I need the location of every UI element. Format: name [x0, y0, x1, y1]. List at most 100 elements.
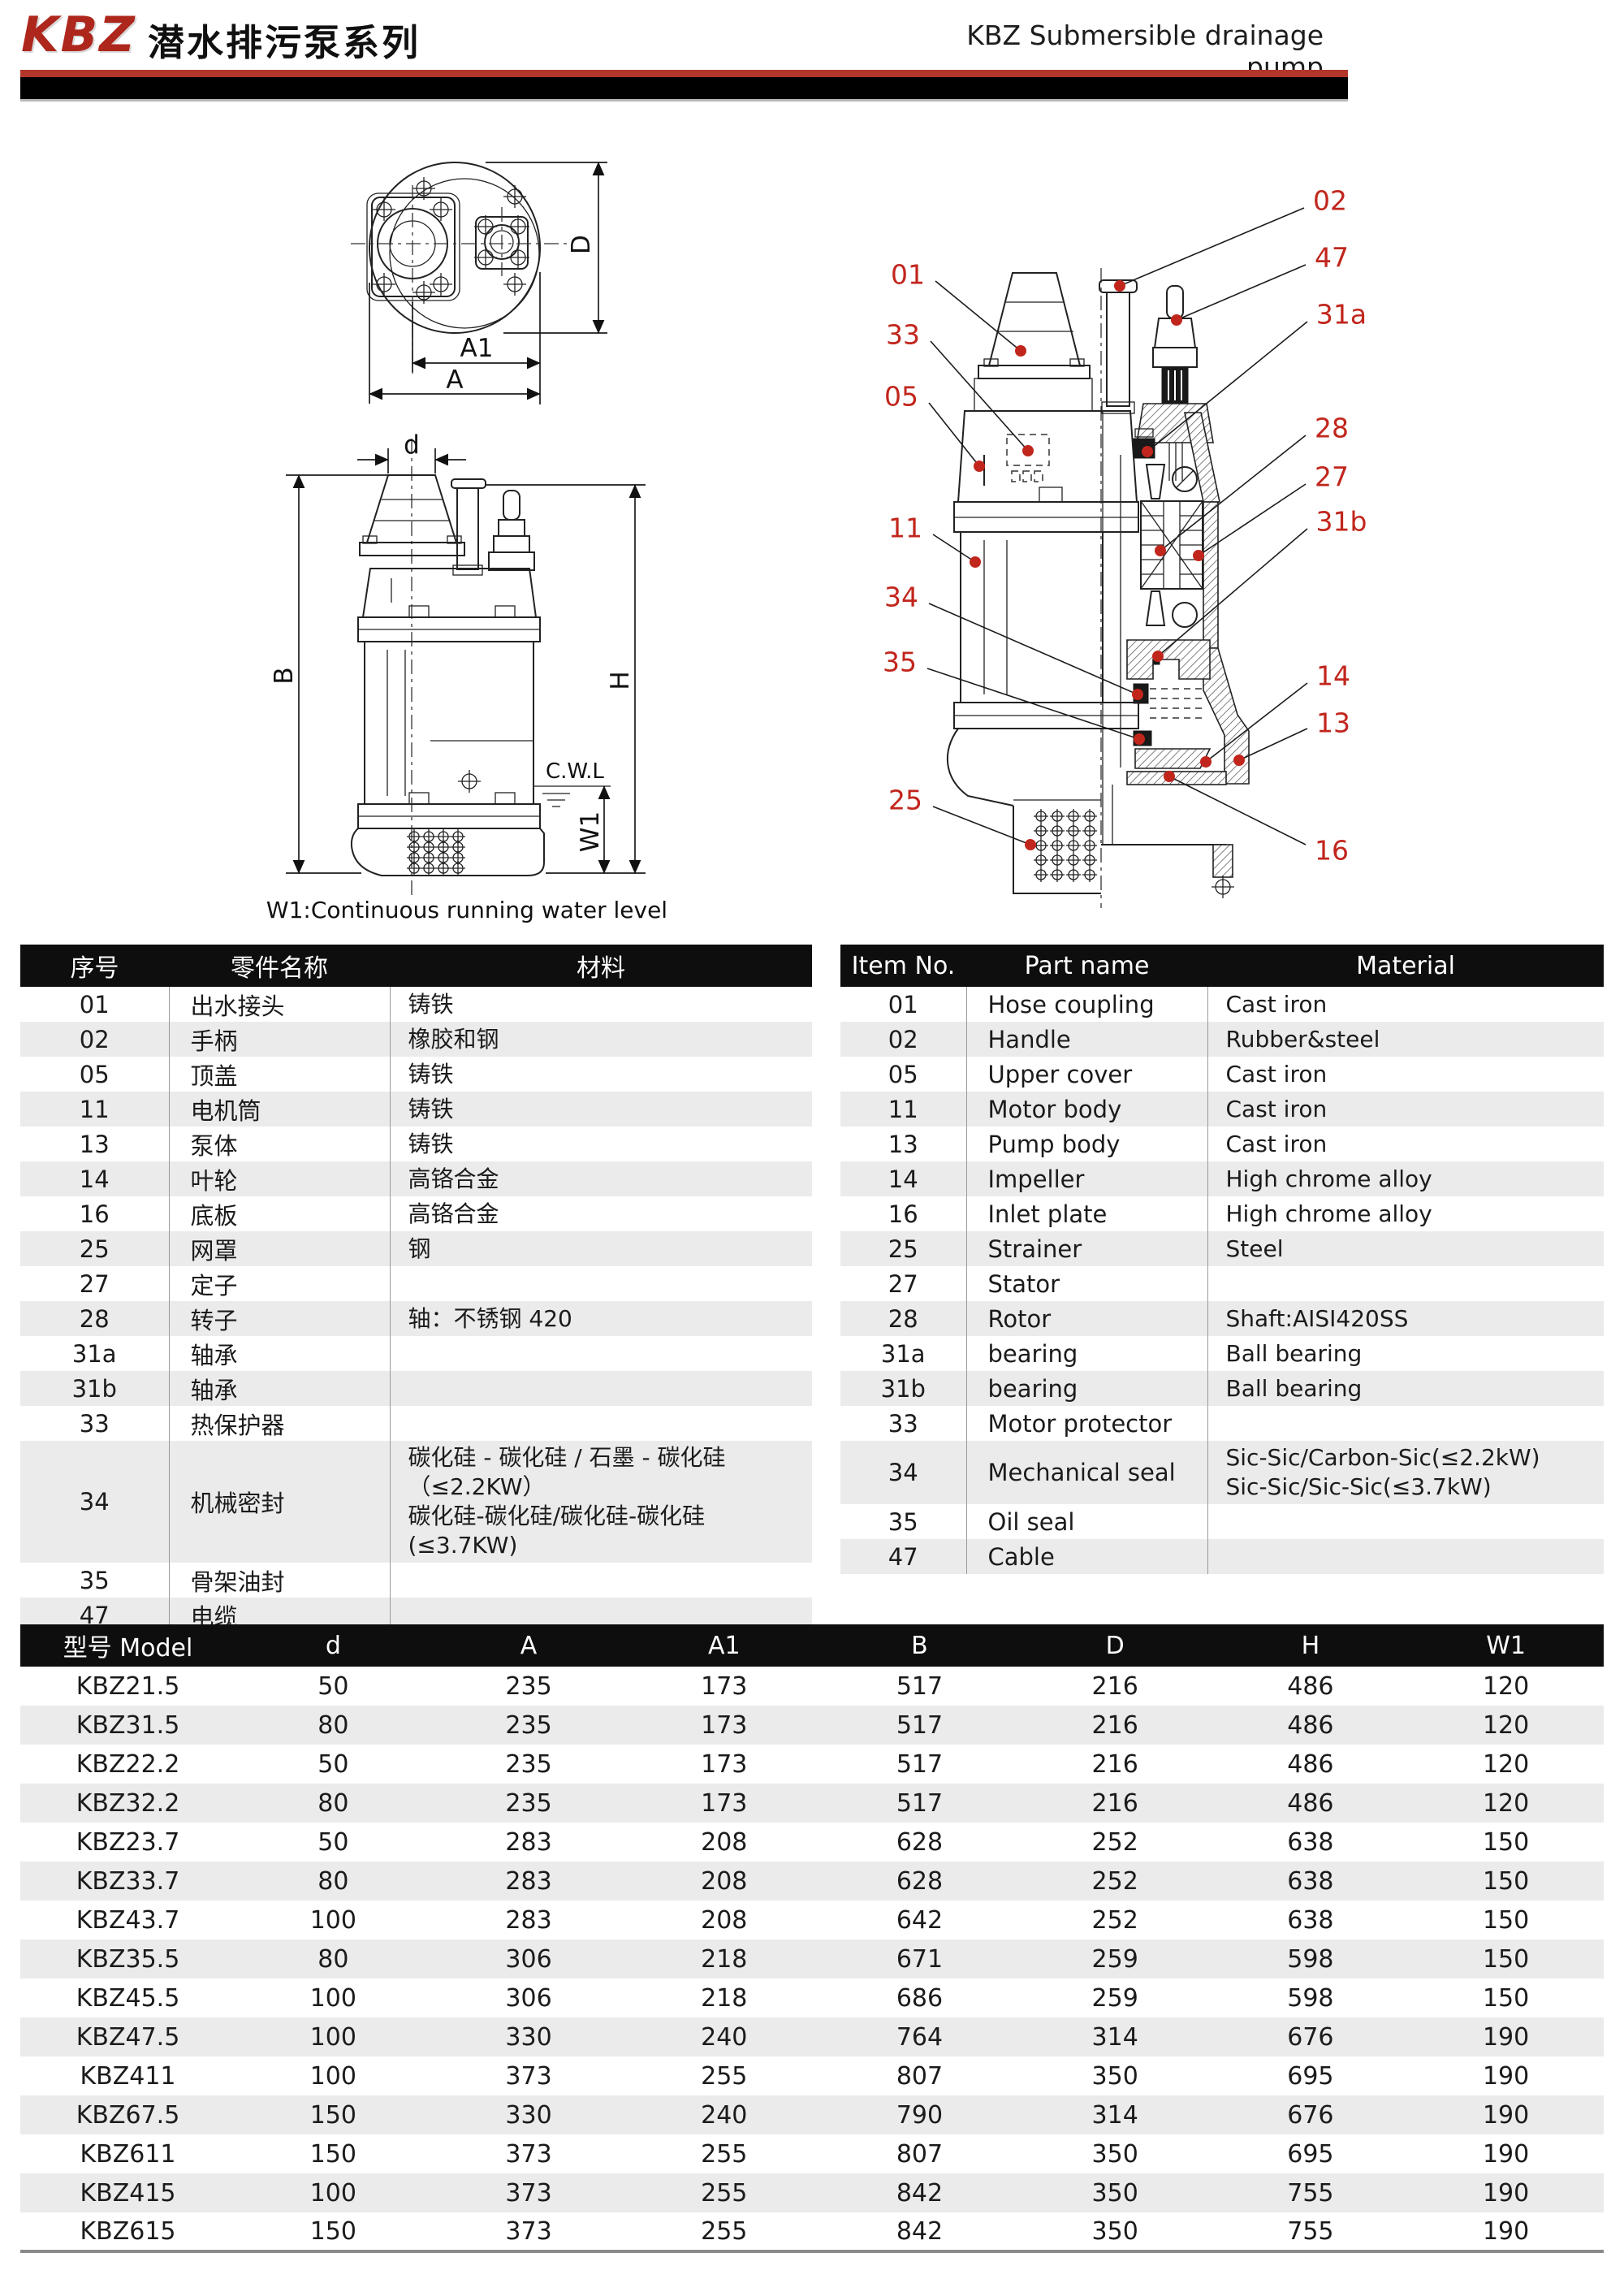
table-cell: 695: [1287, 2139, 1334, 2169]
table-cell: 02: [79, 1025, 110, 1053]
column-header: A: [430, 1624, 627, 1667]
table-cell: 02: [888, 1025, 918, 1053]
table-cell: Pump body: [965, 1127, 1207, 1161]
table-cell: [389, 1336, 812, 1371]
table-cell: 120: [1482, 1710, 1530, 1740]
table-cell: 373: [505, 2216, 552, 2246]
table-cell: 173: [701, 1788, 748, 1818]
dim-label-A1: A1: [460, 334, 494, 363]
table-cell: Cast iron: [1207, 1057, 1604, 1092]
brand-logo: KBZ: [21, 6, 136, 63]
table-cell: 638: [1287, 1827, 1334, 1857]
table-cell: 转子: [168, 1301, 390, 1336]
table-cell: 高铬合金: [389, 1196, 812, 1231]
table-cell: 252: [1091, 1827, 1138, 1857]
table-cell: KBZ32.2: [76, 1788, 180, 1818]
table-cell: Rubber&steel: [1207, 1022, 1604, 1057]
callout-leader-line: [932, 534, 976, 563]
table-cell: Stator: [965, 1266, 1207, 1301]
table-cell: [1207, 1539, 1604, 1574]
table-cell: 16: [79, 1200, 110, 1228]
table-cell: 208: [701, 1866, 748, 1896]
dim-label-W1: W1: [576, 811, 605, 852]
callout-label: 27: [1315, 461, 1349, 493]
table-cell: 486: [1287, 1749, 1334, 1779]
table-cell: 11: [888, 1095, 918, 1123]
callout-dot: [1164, 771, 1175, 782]
table-cell: 铸铁: [389, 1127, 812, 1161]
column-header: A1: [626, 1624, 823, 1667]
table-cell: 150: [1482, 1944, 1530, 1974]
callout-dot: [1022, 445, 1034, 456]
table-cell: Motor protector: [965, 1406, 1207, 1441]
table-cell: Steel: [1207, 1231, 1604, 1266]
table-cell: 34: [79, 1488, 110, 1516]
table-cell: 235: [505, 1749, 552, 1779]
table-cell: 50: [317, 1749, 349, 1779]
table-cell: 190: [1482, 2100, 1530, 2130]
table-cell: KBZ415: [80, 2178, 176, 2208]
table-cell: 350: [1091, 2216, 1138, 2246]
dim-label-D: D: [567, 235, 596, 254]
table-cell: 173: [701, 1710, 748, 1740]
table-cell: 13: [888, 1130, 918, 1158]
callout-label: 33: [886, 319, 920, 351]
table-cell: Rotor: [965, 1301, 1207, 1336]
table-cell: 695: [1287, 2061, 1334, 2091]
callout-dot: [1171, 314, 1182, 326]
callout-label: 11: [888, 512, 922, 544]
table-cell: 28: [79, 1304, 110, 1333]
table-cell: 255: [701, 2139, 748, 2169]
table-cell: 150: [309, 2139, 356, 2169]
table-cell: KBZ35.5: [76, 1944, 180, 1974]
table-cell: KBZ43.7: [76, 1905, 180, 1935]
callout-dot: [1200, 756, 1212, 768]
table-cell: 电机筒: [168, 1092, 390, 1127]
table-cell: 轴承: [168, 1336, 390, 1371]
table-cell: 807: [896, 2061, 944, 2091]
table-cell: Ball bearing: [1207, 1336, 1604, 1371]
callout-leader-line: [930, 340, 1029, 452]
table-cell: KBZ31.5: [76, 1710, 180, 1740]
table-cell: 517: [896, 1710, 944, 1740]
table-cell: 热保护器: [168, 1406, 390, 1441]
table-cell: 517: [896, 1671, 944, 1701]
callout-dot: [970, 556, 981, 568]
table-cell: 顶盖: [168, 1057, 390, 1092]
table-cell: [389, 1563, 812, 1598]
table-cell: 定子: [168, 1266, 390, 1301]
technical-drawings: D A1 A: [266, 162, 1367, 923]
column-header: 材料: [390, 945, 812, 987]
table-cell: 25: [79, 1235, 110, 1263]
callout-label: 01: [891, 259, 925, 291]
table-cell: 钢: [389, 1231, 812, 1266]
table-cell: 80: [317, 1788, 349, 1818]
table-cell: 283: [505, 1905, 552, 1935]
table-cell: [1207, 1504, 1604, 1539]
callout-dot: [1025, 839, 1036, 850]
table-cell: 11: [79, 1095, 110, 1123]
table-cell: 755: [1287, 2178, 1334, 2208]
table-cell: Cast iron: [1207, 987, 1604, 1022]
